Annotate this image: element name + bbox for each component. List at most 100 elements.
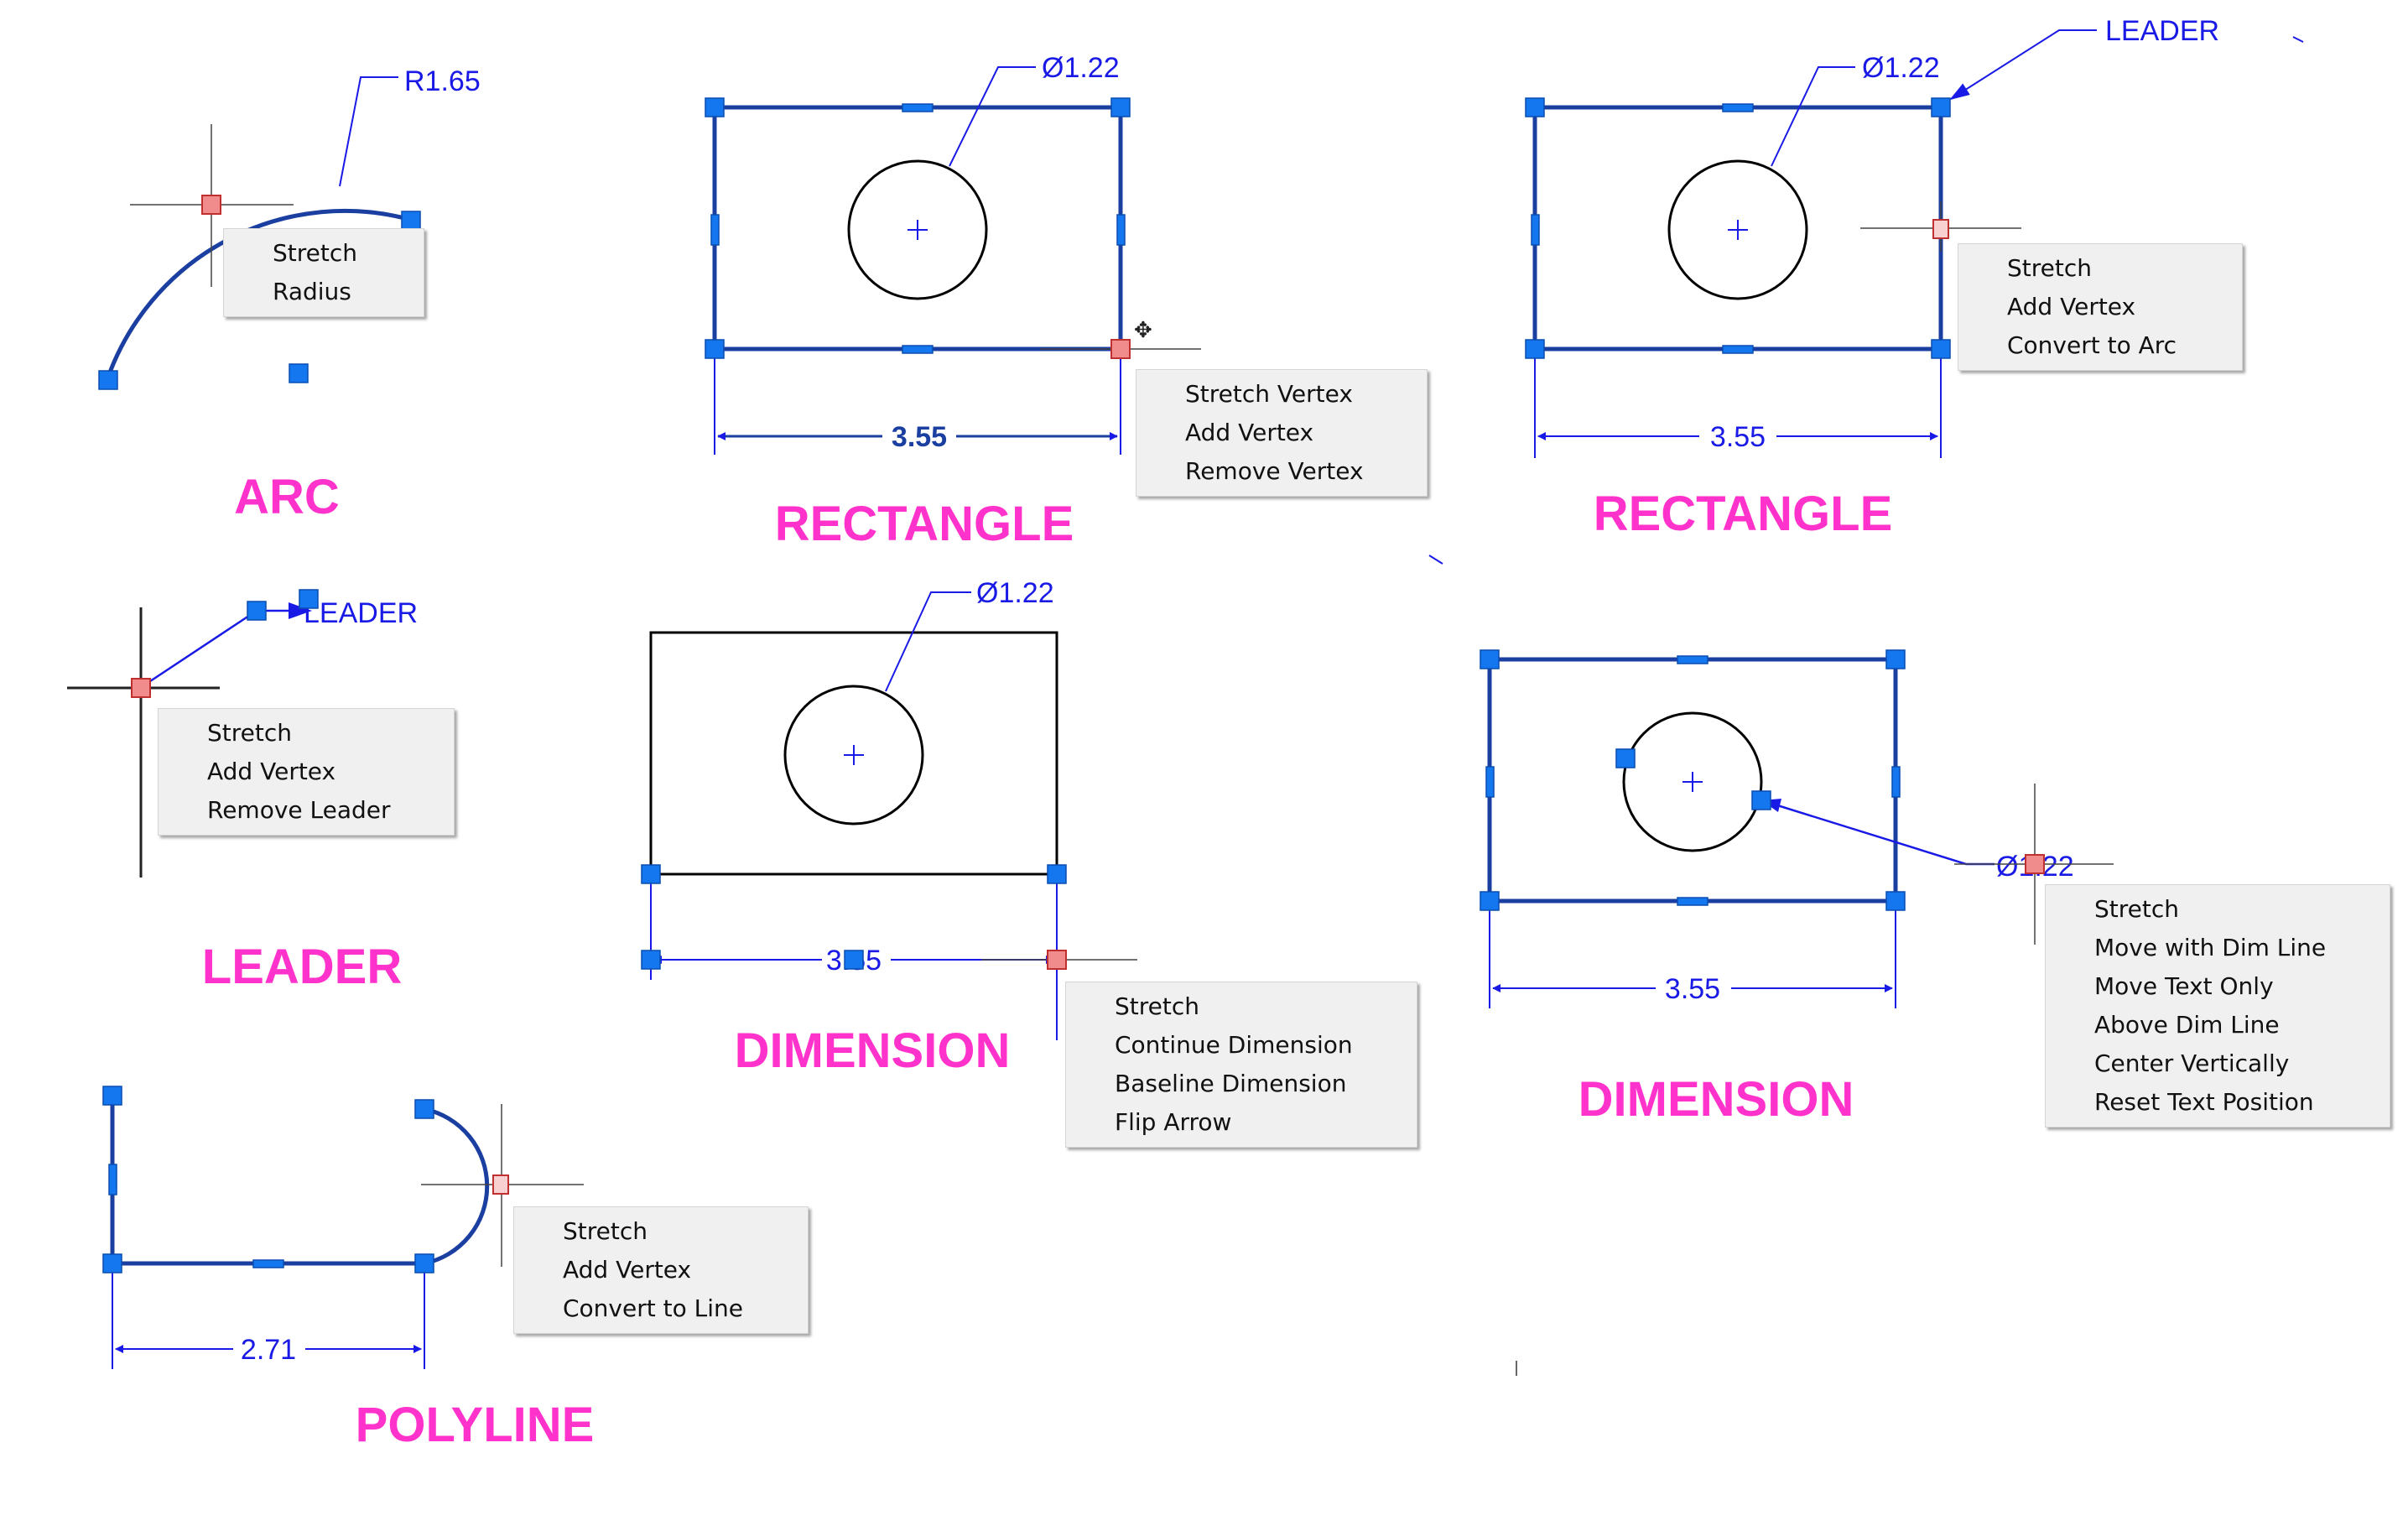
hot-grip[interactable] bbox=[131, 678, 151, 698]
menu-item-convert-to-arc[interactable]: Convert to Arc bbox=[2007, 331, 2177, 359]
grip-vertex bbox=[102, 1086, 122, 1106]
grip-midpoint bbox=[108, 1164, 117, 1195]
menu-item-add-vertex[interactable]: Add Vertex bbox=[207, 758, 336, 785]
grip-arc-endpoint[interactable] bbox=[401, 211, 421, 231]
grip-arc-center[interactable] bbox=[289, 363, 309, 383]
dimension-grips[interactable] bbox=[641, 864, 1067, 970]
hot-grip[interactable] bbox=[2025, 854, 2045, 874]
hot-grip[interactable] bbox=[1047, 950, 1067, 970]
dimension-grips[interactable] bbox=[1480, 649, 1906, 911]
caption-polyline: POLYLINE bbox=[356, 1398, 595, 1452]
grip-midpoint bbox=[1722, 103, 1754, 112]
hot-grip[interactable] bbox=[1932, 219, 1949, 239]
grip-def-point bbox=[1047, 864, 1067, 884]
hot-grip[interactable] bbox=[492, 1174, 509, 1195]
menu-item-move-with-dim-line[interactable]: Move with Dim Line bbox=[2094, 934, 2327, 961]
leader-line bbox=[1949, 29, 2097, 101]
menu-item-stretch-vertex[interactable]: Stretch Vertex bbox=[1185, 380, 1353, 408]
grip-leader-text[interactable] bbox=[299, 589, 319, 609]
grip-midpoint bbox=[1722, 345, 1754, 354]
stray-mark bbox=[2292, 36, 2304, 43]
menu-item-remove-vertex[interactable]: Remove Vertex bbox=[1185, 457, 1364, 485]
menu-item-stretch[interactable]: Stretch bbox=[207, 719, 292, 747]
grip-corner bbox=[1885, 891, 1906, 911]
menu-item-baseline-dimension[interactable]: Baseline Dimension bbox=[1115, 1070, 1347, 1097]
rectangle-grips[interactable] bbox=[705, 97, 1131, 359]
radius-leader-line bbox=[339, 76, 398, 187]
dimension-label: 2.71 bbox=[241, 1334, 296, 1366]
diameter-label: Ø1.22 bbox=[976, 577, 1054, 609]
grip-dim-text bbox=[844, 950, 864, 970]
menu-item-stretch[interactable]: Stretch bbox=[273, 239, 357, 267]
caption-dimension-2: DIMENSION bbox=[1578, 1072, 1854, 1127]
menu-item-continue-dimension[interactable]: Continue Dimension bbox=[1115, 1031, 1353, 1059]
diameter-label: Ø1.22 bbox=[1042, 52, 1120, 84]
leader-line bbox=[142, 609, 300, 688]
leader-arrowhead bbox=[289, 602, 312, 619]
menu-item-center-vertically[interactable]: Center Vertically bbox=[2094, 1049, 2290, 1077]
menu-item-add-vertex[interactable]: Add Vertex bbox=[563, 1256, 692, 1284]
polyline-example: 2.71 POLYLINE bbox=[102, 1086, 595, 1452]
menu-item-move-text-only[interactable]: Move Text Only bbox=[2094, 972, 2274, 1000]
circle-entity bbox=[847, 159, 988, 300]
dimension-label: 3.55 bbox=[892, 421, 947, 453]
dimension-example-1: Ø1.22 3.55 DIMENSION bbox=[641, 577, 1137, 1078]
grip-corner bbox=[1480, 891, 1500, 911]
rectangle-grips[interactable] bbox=[1525, 97, 1951, 359]
menu-item-radius[interactable]: Radius bbox=[273, 278, 351, 305]
menu-item-flip-arrow[interactable]: Flip Arrow bbox=[1115, 1108, 1232, 1136]
grip-midpoint bbox=[252, 1259, 284, 1268]
grip-midpoint bbox=[1677, 655, 1708, 664]
caption-arc: ARC bbox=[234, 470, 340, 524]
leader-label: LEADER bbox=[2105, 15, 2219, 47]
grip-midpoint bbox=[902, 103, 934, 112]
grip-leader-vertex[interactable] bbox=[247, 601, 267, 621]
menu-item-reset-text-position[interactable]: Reset Text Position bbox=[2094, 1088, 2314, 1116]
grip-midpoint bbox=[710, 214, 720, 246]
radius-label: R1.65 bbox=[404, 65, 481, 97]
menu-item-stretch[interactable]: Stretch bbox=[2094, 895, 2179, 923]
menu-item-add-vertex[interactable]: Add Vertex bbox=[1185, 419, 1314, 446]
grip-dim-line bbox=[641, 950, 661, 970]
grip-corner bbox=[1110, 97, 1131, 117]
rectangle-entity bbox=[649, 631, 1058, 876]
dimension-label: 3.55 bbox=[1710, 421, 1766, 453]
menu-item-above-dim-line[interactable]: Above Dim Line bbox=[2094, 1011, 2280, 1039]
menu-item-stretch[interactable]: Stretch bbox=[1115, 992, 1199, 1020]
rectangle-example-1: Ø1.22 3.55 ✥ RECTANGLE bbox=[705, 52, 1201, 551]
circle-entity bbox=[1622, 711, 1763, 852]
menu-item-remove-leader[interactable]: Remove Leader bbox=[207, 796, 391, 824]
menu-item-convert-to-line[interactable]: Convert to Line bbox=[563, 1294, 743, 1322]
leader-label: LEADER bbox=[304, 597, 418, 629]
polyline-grips[interactable] bbox=[102, 1086, 434, 1273]
menu-item-stretch[interactable]: Stretch bbox=[563, 1217, 648, 1245]
grip-arc-endpoint[interactable] bbox=[98, 370, 118, 390]
grip-vertex bbox=[414, 1253, 434, 1273]
grip-corner bbox=[1931, 339, 1951, 359]
hot-grip[interactable] bbox=[201, 195, 221, 215]
menu-item-add-vertex[interactable]: Add Vertex bbox=[2007, 293, 2136, 320]
grip-vertex bbox=[414, 1099, 434, 1119]
caption-leader: LEADER bbox=[202, 940, 402, 994]
move-cursor-icon: ✥ bbox=[1134, 317, 1152, 342]
grip-circle bbox=[1751, 790, 1771, 810]
hot-grip[interactable] bbox=[1110, 339, 1131, 359]
diameter-leader-line bbox=[1771, 66, 1855, 167]
grip-midpoint bbox=[1677, 897, 1708, 906]
grip-corner bbox=[1885, 649, 1906, 669]
grip-midpoint bbox=[1485, 766, 1495, 798]
rectangle-example-2: Ø1.22 LEADER 3.55 RECTANGLE bbox=[1525, 15, 2219, 541]
caption-dimension-1: DIMENSION bbox=[735, 1023, 1011, 1078]
polyline-entity[interactable] bbox=[110, 1096, 490, 1266]
grip-corner bbox=[705, 97, 725, 117]
caption-rectangle-1: RECTANGLE bbox=[775, 497, 1074, 551]
menu-item-stretch[interactable]: Stretch bbox=[2007, 254, 2092, 282]
grip-corner bbox=[1525, 339, 1545, 359]
